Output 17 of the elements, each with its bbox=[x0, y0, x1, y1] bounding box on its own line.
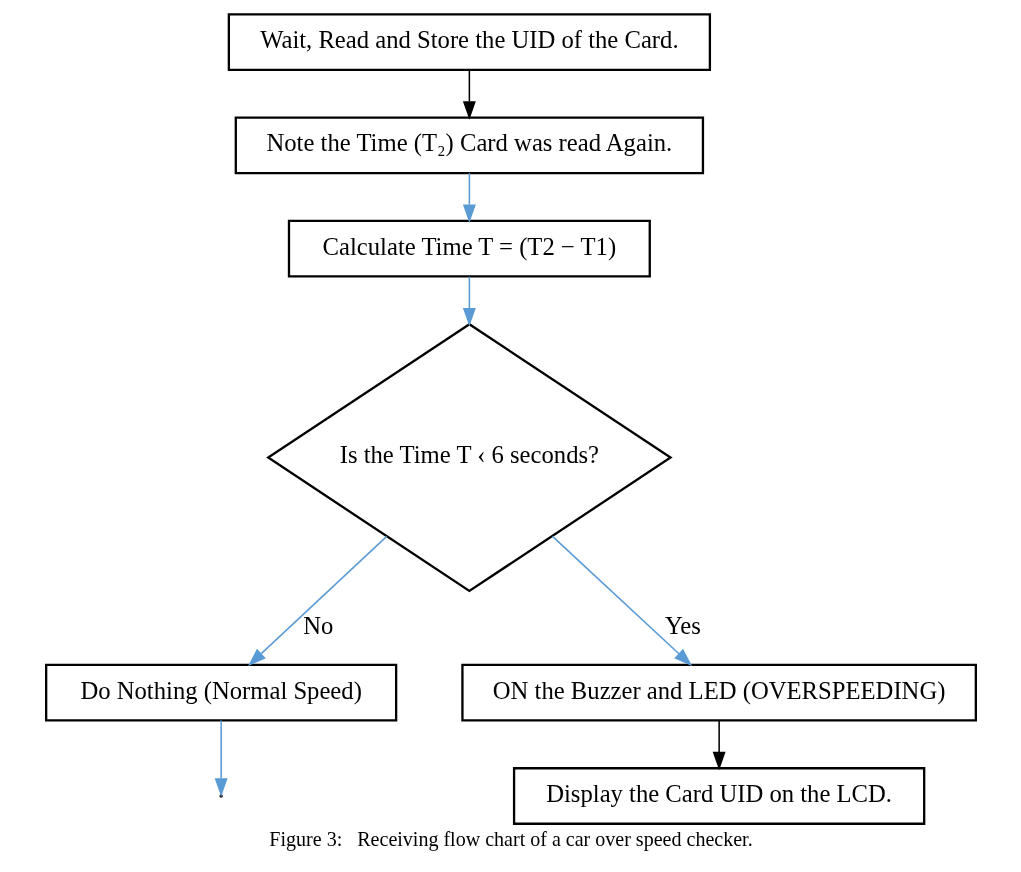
node-diamond: Is the Time T ‹ 6 seconds? bbox=[265, 322, 673, 593]
arrow bbox=[247, 535, 387, 667]
arrow bbox=[214, 719, 228, 797]
edge-label: Yes bbox=[664, 611, 701, 639]
node-box: Calculate Time T = (T2 − T1) bbox=[287, 219, 651, 278]
node-box: Display the Card UID on the LCD. bbox=[512, 767, 925, 825]
arrow bbox=[462, 69, 476, 120]
node-box: Do Nothing (Normal Speed) bbox=[44, 663, 397, 722]
arrow bbox=[551, 535, 692, 667]
arrow bbox=[712, 719, 726, 771]
edge-label: No bbox=[302, 611, 333, 639]
node-box: Wait, Read and Store the UID of the Card. bbox=[227, 13, 711, 71]
arrow bbox=[462, 172, 476, 223]
node-box: Note the Time (T₂) Card was read Again. bbox=[234, 116, 704, 175]
arrow bbox=[462, 275, 476, 327]
node-box: ON the Buzzer and LED (OVERSPEEDING) bbox=[460, 663, 977, 722]
caption: Figure 3: Receiving flow chart of a car over speed checker. bbox=[268, 827, 753, 850]
